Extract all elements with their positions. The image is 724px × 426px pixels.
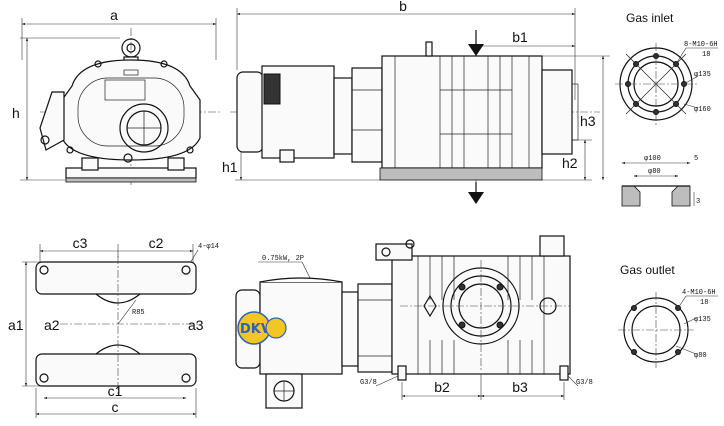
gas-outlet-title: Gas outlet (620, 263, 675, 277)
dim-label-c2: c2 (149, 235, 164, 251)
base-radius-label: R85 (132, 309, 145, 317)
inlet-outer-label: φ160 (694, 106, 711, 114)
front-view: 0.75kW, 2P DKV (235, 235, 593, 409)
dkv-logo: DKV (237, 311, 287, 345)
dim-label-b: b (399, 0, 407, 14)
base-view: c3 c2 4-φ14 a1 R85 a2 a3 c1 c (8, 235, 219, 418)
side-view: b b1 h1 h2 h3 (222, 0, 610, 204)
port-left-label: G3/8 (360, 379, 377, 387)
inlet-section-outer-label: φ100 (644, 155, 661, 163)
end-view: a h (12, 7, 220, 185)
base-holes-label: 4-φ14 (198, 243, 219, 251)
inlet-section-side-label: 3 (696, 198, 700, 206)
dim-label-h3: h3 (580, 113, 596, 129)
dim-label-b2: b2 (434, 379, 450, 395)
outlet-inner-label: φ80 (694, 352, 707, 360)
dim-label-c: c (112, 399, 119, 415)
dim-label-a3: a3 (188, 317, 204, 333)
dim-label-c3: c3 (73, 235, 88, 251)
dim-label-b1: b1 (512, 29, 528, 45)
outlet-thread-label: 4-M10-6H (682, 289, 716, 297)
dim-label-h: h (12, 105, 20, 121)
inlet-thread-label: 8-M10-6H (684, 41, 718, 49)
gas-inlet-title: Gas inlet (626, 11, 674, 25)
inlet-pcd-label: φ135 (694, 71, 711, 79)
dim-label-a1: a1 (8, 317, 24, 333)
motor-power-label: 0.75kW, 2P (262, 255, 304, 263)
dim-label-h1: h1 (222, 159, 238, 175)
gas-outlet-detail: Gas outlet 4-M10-6H 18 φ135 φ80 (618, 263, 718, 368)
outlet-depth-label: 18 (700, 299, 708, 307)
inlet-section-inner-label: φ80 (648, 168, 661, 176)
gas-inlet-detail: Gas inlet 8-M10-6H 18 φ135 φ160 φ100 5 φ… (615, 11, 718, 207)
dim-label-h2: h2 (562, 155, 578, 171)
dim-label-c1: c1 (108, 383, 123, 399)
dim-label-a: a (110, 7, 118, 23)
logo-text: DKV (240, 322, 271, 337)
dim-label-a2: a2 (44, 317, 60, 333)
dim-label-b3: b3 (512, 379, 528, 395)
port-right-label: G3/8 (576, 379, 593, 387)
inlet-depth-label: 18 (702, 51, 710, 59)
inlet-section-top-label: 5 (694, 155, 698, 163)
outlet-pcd-label: φ135 (694, 316, 711, 324)
